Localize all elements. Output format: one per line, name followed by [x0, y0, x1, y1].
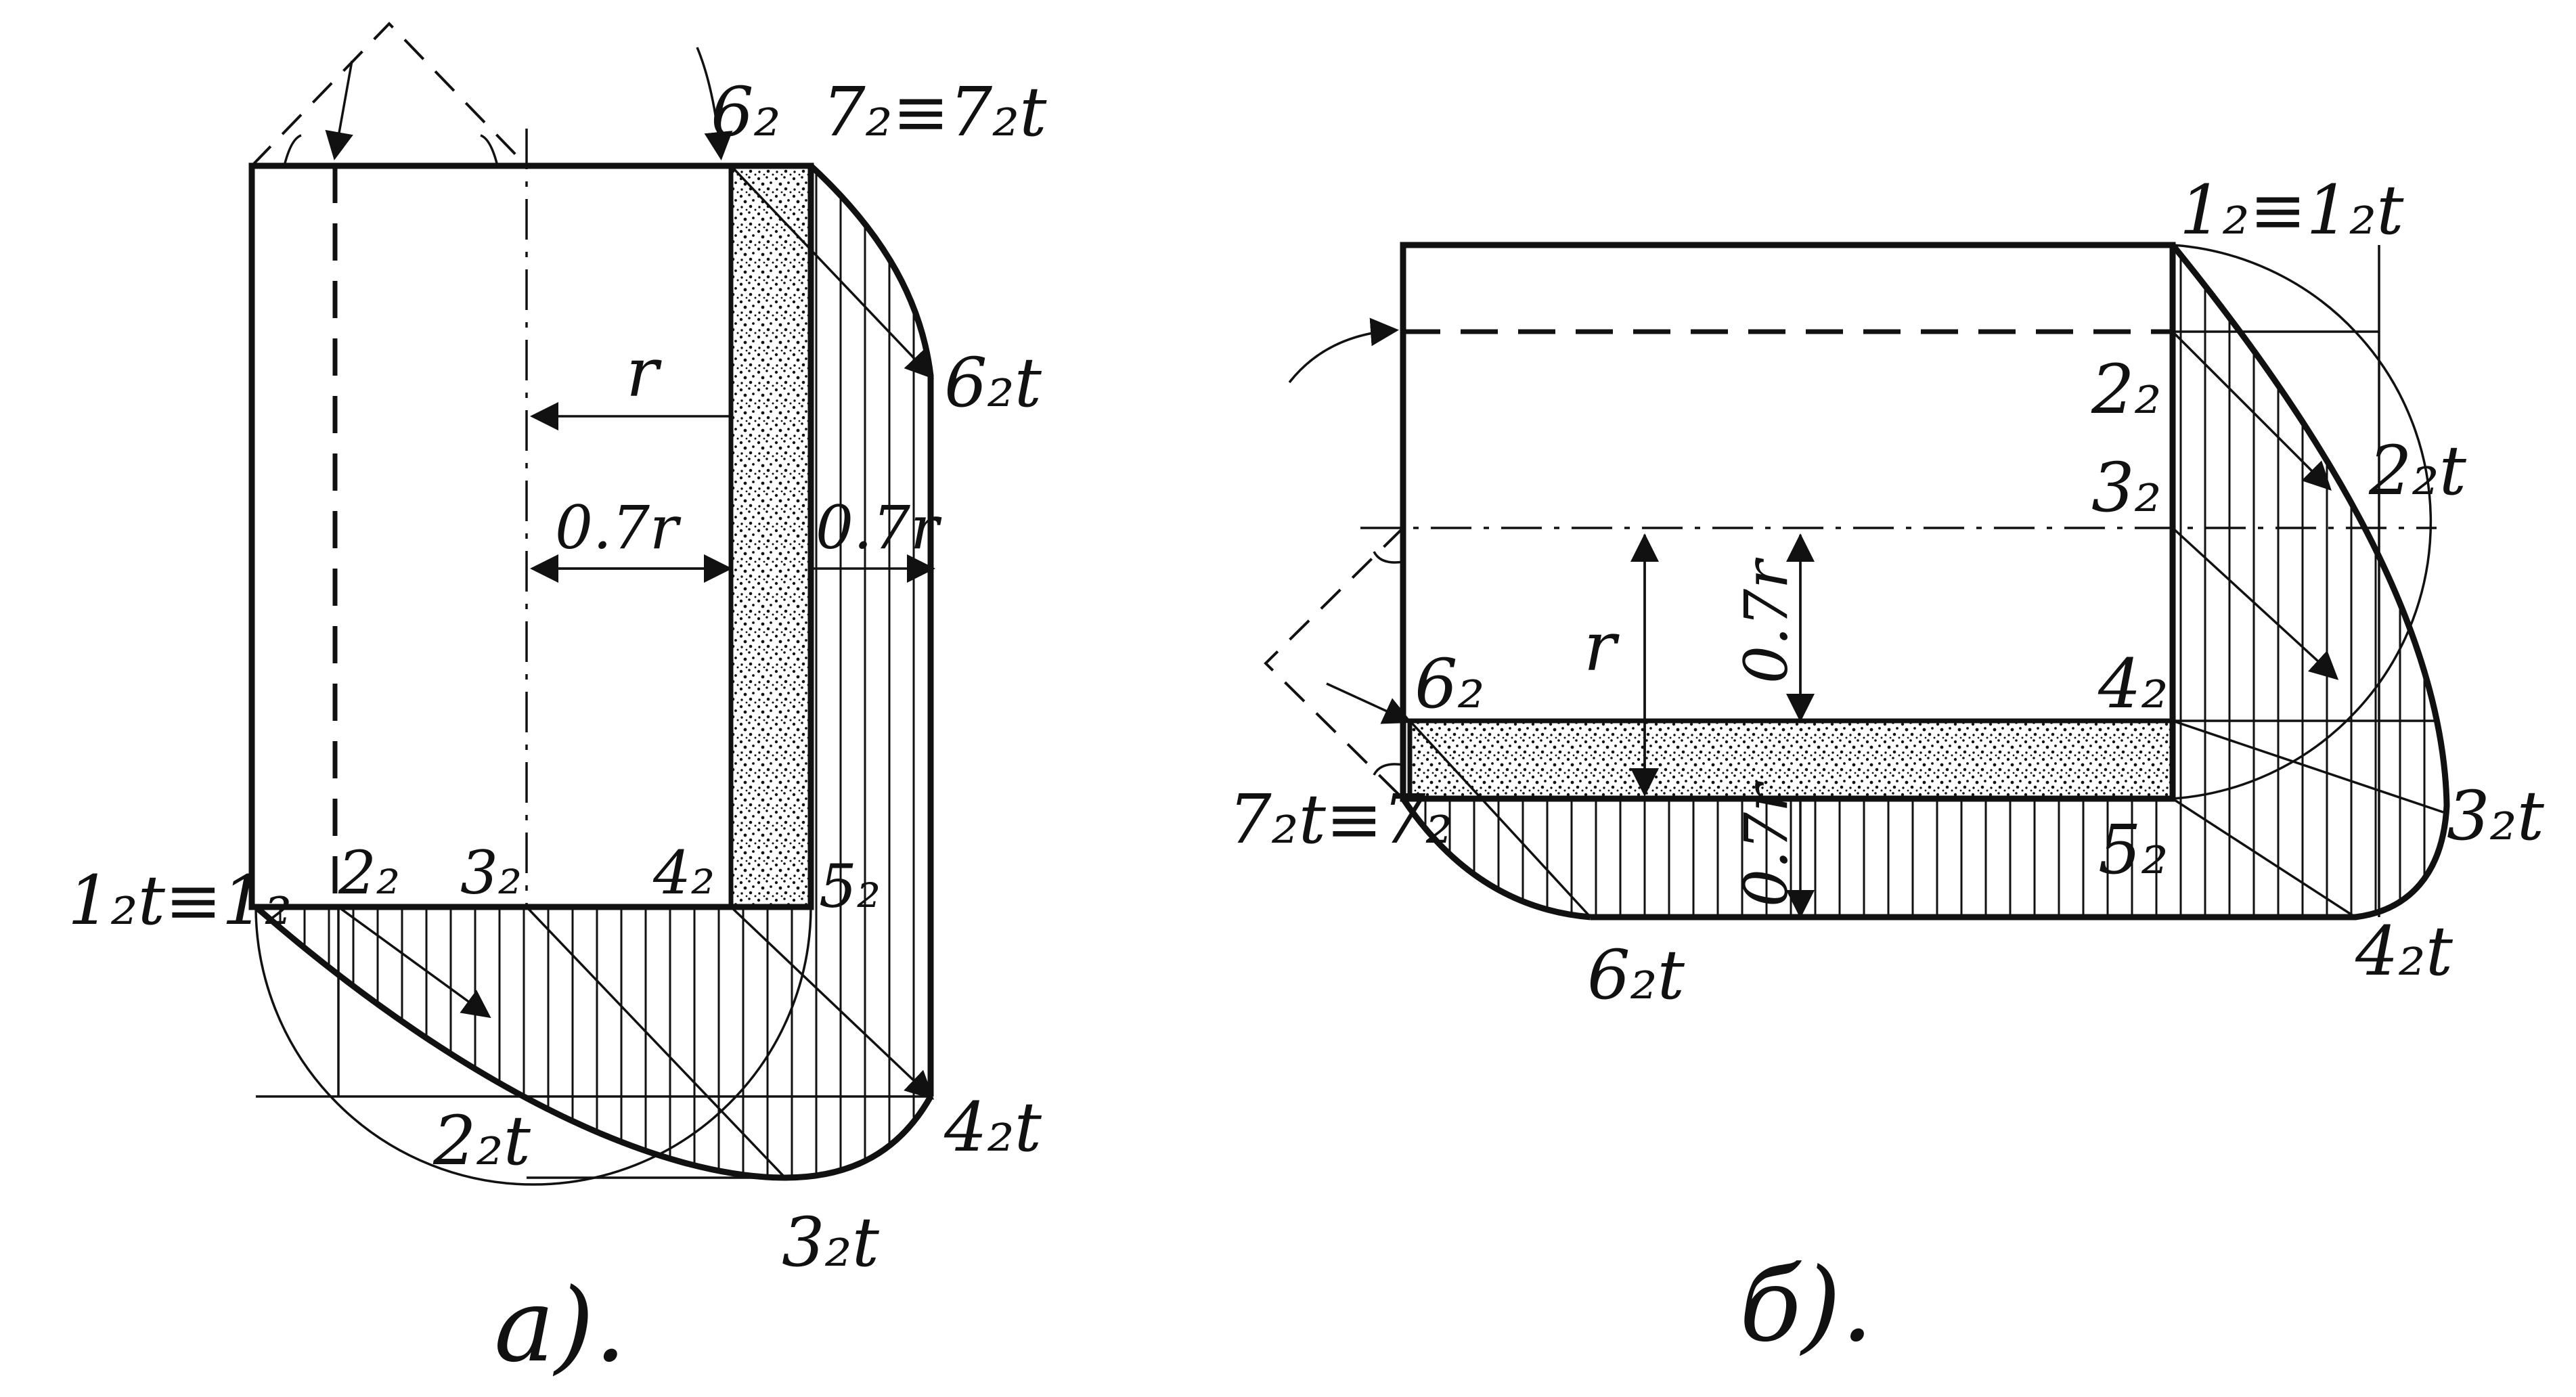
dashed-triangle-a [250, 22, 528, 167]
diag-line-5-b [1408, 719, 1592, 918]
label-6-2t-b: 6₂t [1587, 935, 1685, 1015]
label-5-2-a: 5₂ [819, 851, 881, 921]
angle-arc-right-a [480, 134, 499, 167]
hatch-region-bottom-a [256, 907, 931, 1178]
figure-b: 1₂≡1₂t 2₂ 3₂ 4₂ 5₂ 6₂ 7₂t≡7₂ 2₂t 3₂t 4₂t… [1228, 171, 2545, 1365]
diag-line-3-b [2172, 797, 2356, 918]
diag-line-1-a [730, 164, 934, 380]
dashed-triangle-b [1264, 527, 1404, 800]
figure-a: 1₂t≡1₂ 2₂ 3₂ 4₂ 5₂ 6₂ 7₂≡7₂t 6₂t 4₂t 3₂t… [68, 22, 1047, 1385]
label-6-2t-a: 6₂t [944, 343, 1042, 422]
label-4-2t-a: 4₂t [943, 1088, 1042, 1167]
label-2-2-a: 2₂ [338, 838, 400, 908]
label-3-2t-b: 3₂t [2447, 776, 2545, 856]
label-4-2t-b: 4₂t [2355, 912, 2453, 991]
label-3-2t-a: 3₂t [782, 1203, 880, 1282]
angle-arc-top-b [1373, 551, 1404, 564]
label-dim-07r-out-a: 0.7r [816, 493, 942, 562]
temperature-curve-right-b [1591, 243, 2450, 921]
caption-a: а). [494, 1267, 627, 1385]
label-dim-r-a: r [626, 333, 662, 412]
diag-line-2-a [525, 906, 786, 1179]
incident-arrow-a [325, 60, 353, 160]
label-dim-07r-b: 0.7r [1731, 557, 1801, 684]
hatch-region-right-b [2173, 245, 2447, 917]
label-4-2-a: 4₂ [652, 838, 715, 908]
label-1-2t-a: 1₂t≡1₂ [68, 861, 292, 940]
label-7-2-a: 7₂≡7₂t [822, 72, 1047, 152]
label-3-2-a: 3₂ [460, 838, 522, 908]
caption-b: б). [1739, 1247, 1873, 1365]
label-4-2-b: 4₂ [2097, 644, 2169, 724]
construction-circle-a [254, 906, 812, 1186]
section-outline-a [248, 162, 814, 910]
angle-arc-bottom-b [1373, 763, 1404, 776]
label-dim-07r-a: 0.7r [555, 493, 682, 562]
incident-arrow-2-b [1326, 682, 1413, 724]
label-3-2-b: 3₂ [2091, 448, 2162, 527]
section-outline-b [1400, 242, 2176, 802]
label-2-2t-b: 2₂t [2368, 431, 2467, 510]
label-6-2-b: 6₂ [1415, 644, 1485, 724]
diag-line-3-a [730, 906, 935, 1100]
hatch-region-right-a [811, 166, 931, 1096]
construction-circle-b [2172, 244, 2433, 800]
temperature-curve-left-b [1400, 797, 1591, 921]
temperature-curve-bottom-a [254, 904, 933, 1181]
diag-line-1-b [2171, 330, 2332, 491]
label-2-2-b: 2₂ [2091, 350, 2162, 429]
label-5-2-b: 5₂ [2098, 810, 2169, 889]
insulation-strip-a [728, 163, 814, 910]
incident-arrow-b [1288, 317, 1399, 384]
arrow-to-6-a [696, 47, 733, 160]
label-dim-r-b: r [1584, 607, 1620, 686]
label-2-2t-a: 2₂t [432, 1101, 531, 1180]
hatch-region-bottom-b [1403, 799, 2173, 917]
label-7-2t-b: 7₂t≡7₂ [1228, 780, 1452, 859]
diag-line-4-b [2172, 719, 2444, 814]
angle-arc-left-a [283, 134, 302, 167]
label-1-2-b: 1₂≡1₂t [2179, 171, 2404, 250]
label-dim-07r-out-b: 0.7r [1731, 780, 1801, 907]
label-6-2-a: 6₂ [711, 72, 781, 152]
diag-line-2-b [2171, 527, 2339, 680]
diag-line-4-a [337, 906, 491, 1019]
